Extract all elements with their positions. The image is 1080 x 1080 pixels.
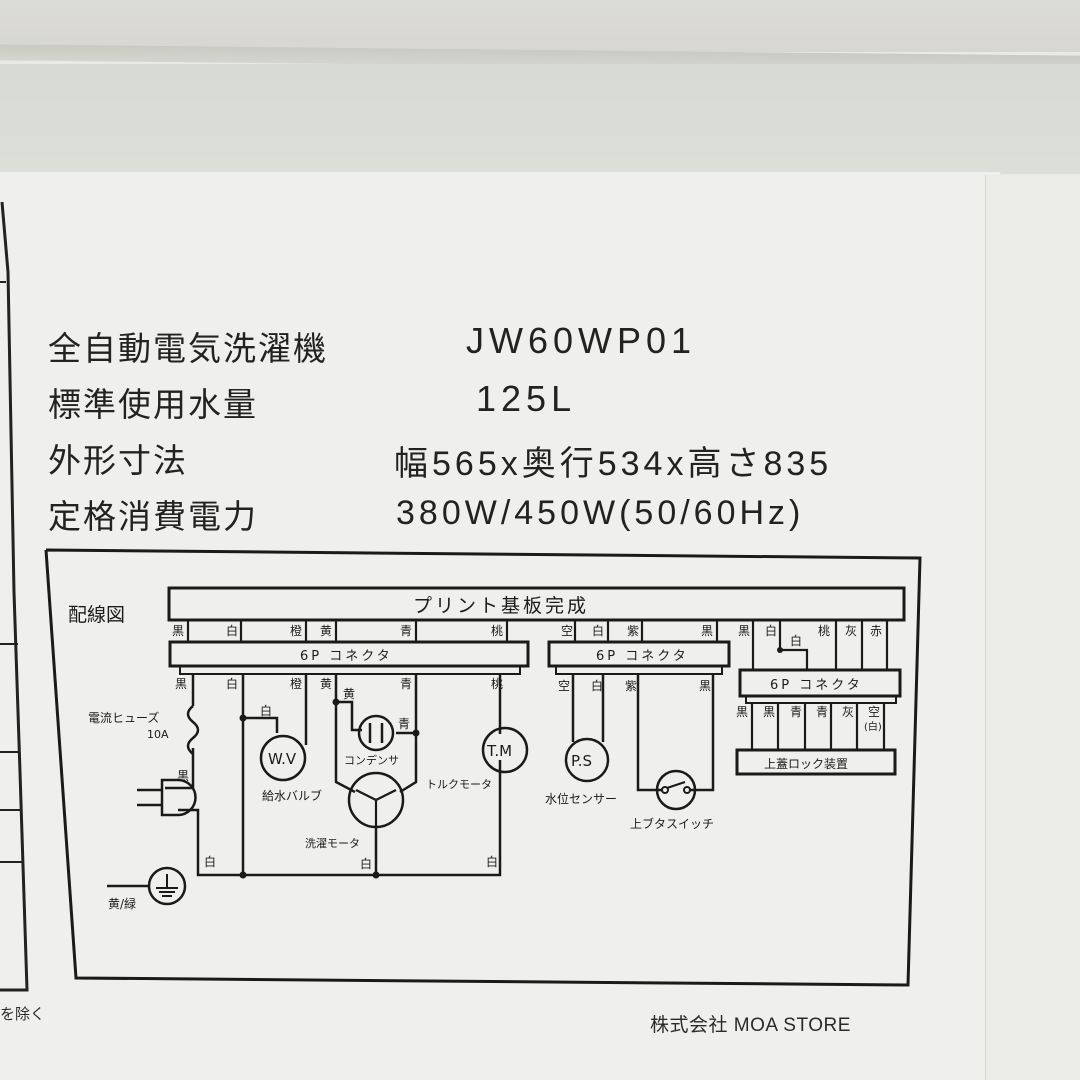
capacitor-icon bbox=[357, 714, 395, 752]
wire-label: 黒 bbox=[177, 769, 189, 783]
spec-value-model: JW60WP01 bbox=[466, 320, 697, 361]
wire-label: 青 bbox=[816, 705, 828, 719]
wire-label: 黄 bbox=[343, 687, 355, 701]
wire-label: 白 bbox=[765, 623, 777, 638]
junction-dot bbox=[777, 647, 783, 653]
wire-label: 白 bbox=[226, 623, 238, 638]
water-valve-icon bbox=[259, 734, 307, 782]
spec-value-power: 380W/450W(50/60Hz) bbox=[396, 494, 805, 532]
fuse-label: 電流ヒューズ bbox=[88, 710, 159, 725]
company-name: 株式会社 MOA STORE bbox=[650, 1015, 851, 1036]
sensor-label: 水位センサー bbox=[545, 791, 617, 806]
wash-motor-icon bbox=[347, 771, 405, 829]
wire-label: 橙 bbox=[290, 623, 302, 638]
torque-motor-label: トルクモータ bbox=[426, 778, 492, 791]
machine-top-edge bbox=[0, 0, 1080, 52]
wire-label: 空 bbox=[561, 624, 573, 638]
torque-motor-symbol: T.M bbox=[486, 742, 512, 760]
wire-label: 黒 bbox=[699, 679, 711, 693]
connector-2-label: 6P コネクタ bbox=[596, 649, 689, 664]
wire-label: 黒 bbox=[738, 624, 750, 638]
wire-label: 黒 bbox=[701, 624, 713, 638]
wire-label: 白 bbox=[226, 676, 238, 691]
wire-label: 空 bbox=[868, 705, 880, 719]
fuse-rating: 10A bbox=[147, 728, 169, 741]
wire-label: 空 bbox=[558, 679, 570, 693]
pressure-sensor-icon bbox=[564, 737, 610, 783]
wire-label: 白 bbox=[260, 703, 272, 718]
ground-label: 黄/緑 bbox=[108, 896, 136, 911]
wire-label: 黒 bbox=[736, 705, 748, 719]
spec-value-water: 125L bbox=[476, 378, 577, 419]
wire-label: 灰 bbox=[845, 624, 857, 638]
ground-icon bbox=[147, 866, 187, 906]
wire-label: 赤 bbox=[870, 624, 882, 638]
lid-lock-box bbox=[735, 748, 897, 776]
spec-value-dimensions: 幅565x奥行534x高さ835 bbox=[394, 445, 833, 483]
wire-note: (白) bbox=[864, 720, 882, 733]
wire-label: 青 bbox=[398, 717, 410, 731]
wire-label: 黒 bbox=[763, 705, 775, 719]
lid-switch-icon bbox=[655, 769, 697, 811]
wire-label: 白 bbox=[592, 623, 604, 638]
wire-label: 桃 bbox=[818, 623, 830, 638]
wire-label: 青 bbox=[400, 677, 412, 691]
wire-label: 白 bbox=[591, 678, 603, 693]
wire-label: 青 bbox=[400, 624, 412, 638]
spec-key-product: 全自動電気洗濯機 bbox=[48, 329, 328, 368]
wire-label: 黄 bbox=[320, 624, 332, 638]
adjacent-label-frame bbox=[0, 201, 29, 992]
spec-key-water: 標準使用水量 bbox=[48, 385, 258, 424]
spec-label-sheet bbox=[0, 172, 1000, 1080]
pcb-box bbox=[167, 586, 906, 622]
machine-side-panel bbox=[985, 175, 1080, 1080]
wire-label: 紫 bbox=[625, 679, 637, 693]
spec-key-power: 定格消費電力 bbox=[48, 497, 258, 536]
wire-label: 黒 bbox=[175, 677, 187, 691]
wire-label: 白 bbox=[360, 856, 372, 871]
wire-label: 桃 bbox=[491, 623, 503, 638]
sensor-symbol: P.S bbox=[571, 752, 592, 770]
wire-label: 黒 bbox=[172, 624, 184, 638]
footer-note: を除く bbox=[0, 1005, 46, 1023]
lid-lock-label: 上蓋ロック装置 bbox=[764, 757, 848, 771]
wire-label: 白 bbox=[486, 854, 498, 869]
valve-symbol: W.V bbox=[268, 750, 297, 768]
torque-motor-icon bbox=[481, 726, 529, 774]
wire-label: 白 bbox=[204, 854, 216, 869]
connector-1-label: 6P コネクタ bbox=[300, 649, 393, 664]
wash-motor-label: 洗濯モータ bbox=[305, 837, 360, 850]
wire-label: 紫 bbox=[627, 624, 639, 638]
connector-3-label: 6P コネクタ bbox=[770, 678, 863, 693]
diagram-title: 配線図 bbox=[68, 604, 125, 626]
machine-upper-panel bbox=[0, 64, 1080, 174]
wire-label: 灰 bbox=[842, 705, 854, 719]
wire-label: 橙 bbox=[290, 676, 302, 691]
pcb-label: プリント基板完成 bbox=[413, 595, 589, 617]
valve-label: 給水バルブ bbox=[262, 788, 322, 803]
lid-switch-label: 上ブタスイッチ bbox=[630, 816, 714, 831]
wire-label: 白 bbox=[790, 633, 802, 648]
wire-label: 黄 bbox=[320, 677, 332, 691]
wire-label: 青 bbox=[790, 705, 802, 719]
capacitor-label: コンデンサ bbox=[344, 753, 399, 767]
spec-key-dimensions: 外形寸法 bbox=[48, 441, 188, 480]
